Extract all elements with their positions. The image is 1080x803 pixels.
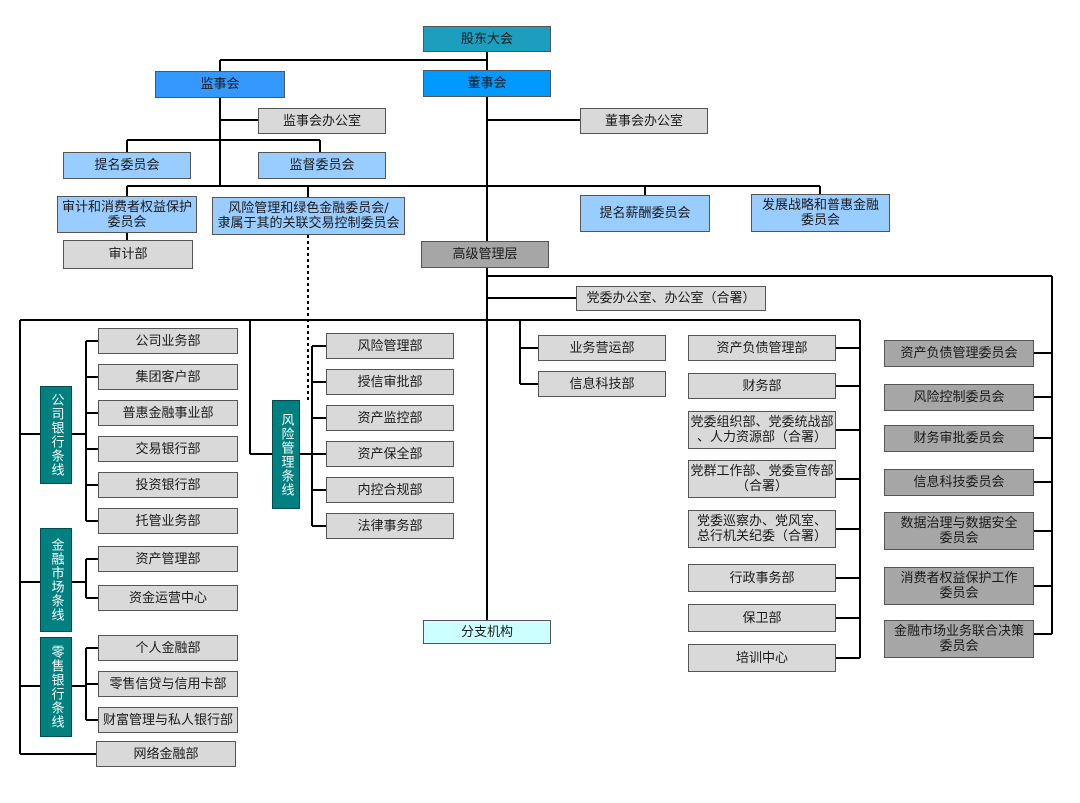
ops-dept-1: 业务营运部 — [538, 335, 666, 361]
network-finance-dept: 网络金融部 — [96, 741, 236, 767]
retail-dept-3: 财富管理与私人银行部 — [98, 707, 238, 733]
remuneration-committee-box: 提名薪酬委员会 — [580, 195, 710, 232]
market-dept-2: 资金运营中心 — [98, 585, 238, 611]
branches-box: 分支机构 — [423, 620, 551, 644]
corporate-dept-1: 公司业务部 — [98, 328, 238, 354]
financial-markets-line-label: 金融市场条线 — [40, 528, 72, 632]
corporate-dept-5: 投资银行部 — [98, 472, 238, 498]
mgmt-committee-5: 数据治理与数据安全 委员会 — [884, 512, 1034, 550]
retail-dept-2: 零售信贷与信用卡部 — [98, 671, 238, 697]
audit-consumer-committee-box: 审计和消费者权益保护 委员会 — [57, 196, 197, 233]
admin-dept-7: 保卫部 — [688, 604, 836, 632]
admin-dept-4: 党群工作部、党委宣传部 （合署） — [688, 460, 836, 498]
risk-dept-2: 授信审批部 — [326, 369, 454, 395]
corporate-dept-3: 普惠金融事业部 — [98, 400, 238, 426]
risk-green-finance-committee-box: 风险管理和绿色金融委员会/ 隶属于其的关联交易控制委员会 — [212, 197, 405, 235]
mgmt-committee-1: 资产负债管理委员会 — [884, 340, 1034, 367]
admin-dept-1: 资产负债管理部 — [688, 335, 836, 361]
risk-dept-5: 内控合规部 — [326, 477, 454, 503]
mgmt-committee-6: 消费者权益保护工作 委员会 — [884, 567, 1034, 605]
admin-dept-8: 培训中心 — [688, 644, 836, 672]
corporate-dept-2: 集团客户部 — [98, 364, 238, 390]
risk-management-line-label: 风险管理条线 — [272, 400, 300, 509]
corporate-dept-6: 托管业务部 — [98, 508, 238, 534]
mgmt-committee-7: 金融市场业务联合决策 委员会 — [884, 620, 1034, 658]
supervisory-board-box: 监事会 — [155, 71, 285, 98]
shareholders-meeting-box: 股东大会 — [423, 26, 551, 52]
market-dept-1: 资产管理部 — [98, 546, 238, 572]
audit-dept-box: 审计部 — [63, 240, 193, 269]
admin-dept-2: 财务部 — [688, 373, 836, 399]
nomination-committee-box: 提名委员会 — [63, 152, 191, 179]
admin-dept-3: 党委组织部、党委统战部 、人力资源部（合署） — [688, 411, 836, 449]
mgmt-committee-3: 财务审批委员会 — [884, 425, 1034, 452]
board-of-directors-box: 董事会 — [423, 70, 551, 97]
supervision-committee-box: 监督委员会 — [258, 152, 386, 179]
corporate-dept-4: 交易银行部 — [98, 436, 238, 462]
corporate-banking-line-label: 公司银行条线 — [40, 386, 72, 484]
risk-dept-4: 资产保全部 — [326, 441, 454, 467]
mgmt-committee-4: 信息科技委员会 — [884, 469, 1034, 496]
party-office-box: 党委办公室、办公室（合署） — [576, 286, 766, 311]
risk-dept-6: 法律事务部 — [326, 513, 454, 539]
retail-banking-line-label: 零售银行条线 — [40, 637, 72, 737]
admin-dept-6: 行政事务部 — [688, 564, 836, 592]
board-office-box: 董事会办公室 — [580, 108, 708, 134]
supervisory-office-box: 监事会办公室 — [258, 108, 386, 134]
mgmt-committee-2: 风险控制委员会 — [884, 384, 1034, 411]
retail-dept-1: 个人金融部 — [98, 635, 238, 661]
admin-dept-5: 党委巡察办、党风室、 总行机关纪委（合署） — [688, 510, 836, 548]
ops-dept-2: 信息科技部 — [538, 371, 666, 397]
senior-management-box: 高级管理层 — [421, 241, 549, 268]
strategy-committee-box: 发展战略和普惠金融 委员会 — [751, 194, 890, 232]
risk-dept-3: 资产监控部 — [326, 405, 454, 431]
risk-dept-1: 风险管理部 — [326, 333, 454, 359]
